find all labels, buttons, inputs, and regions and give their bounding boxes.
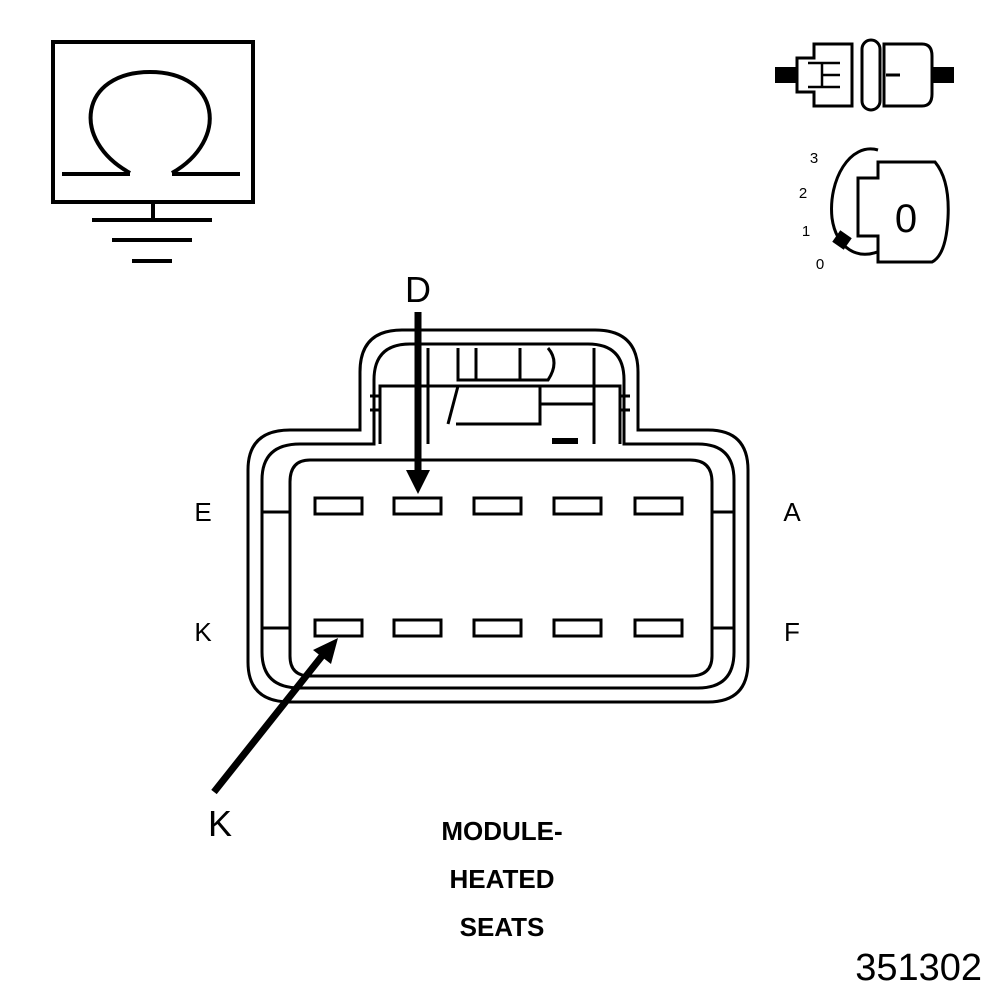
ignition-key-label: 0 — [895, 197, 917, 241]
terminal-g — [552, 618, 603, 638]
title-line-1: MODULE- — [441, 816, 562, 846]
arrow-label-k: K — [208, 803, 232, 844]
connector-disconnected-icon — [775, 38, 954, 112]
terminal-row-top — [313, 496, 684, 516]
ohm-ground-icon — [51, 40, 255, 263]
arrow-d — [406, 312, 430, 494]
terminal-b — [552, 496, 603, 516]
title-line-2: HEATED — [450, 864, 555, 894]
terminal-a — [633, 496, 684, 516]
pin-label-f: F — [784, 617, 800, 647]
terminal-f — [633, 618, 684, 638]
ignition-position-1: 1 — [802, 223, 810, 240]
ignition-position-0: 0 — [816, 256, 824, 273]
terminal-j — [392, 618, 443, 638]
terminal-k — [313, 618, 364, 638]
pin-label-a: A — [783, 497, 801, 527]
pin-label-k: K — [194, 617, 212, 647]
ignition-key-icon: 0 3 2 1 0 — [799, 147, 950, 273]
terminal-h — [472, 618, 523, 638]
pin-label-e: E — [194, 497, 211, 527]
terminal-d — [392, 496, 443, 516]
ignition-position-3: 3 — [810, 150, 818, 167]
terminal-e — [313, 496, 364, 516]
arrow-k — [211, 638, 338, 795]
arrow-label-d: D — [405, 269, 431, 310]
terminal-row-bottom — [313, 618, 684, 638]
figure-number: 351302 — [855, 947, 982, 989]
connector-body — [246, 328, 750, 704]
ignition-position-2: 2 — [799, 185, 807, 202]
terminal-c — [472, 496, 523, 516]
title-line-3: SEATS — [460, 912, 545, 942]
